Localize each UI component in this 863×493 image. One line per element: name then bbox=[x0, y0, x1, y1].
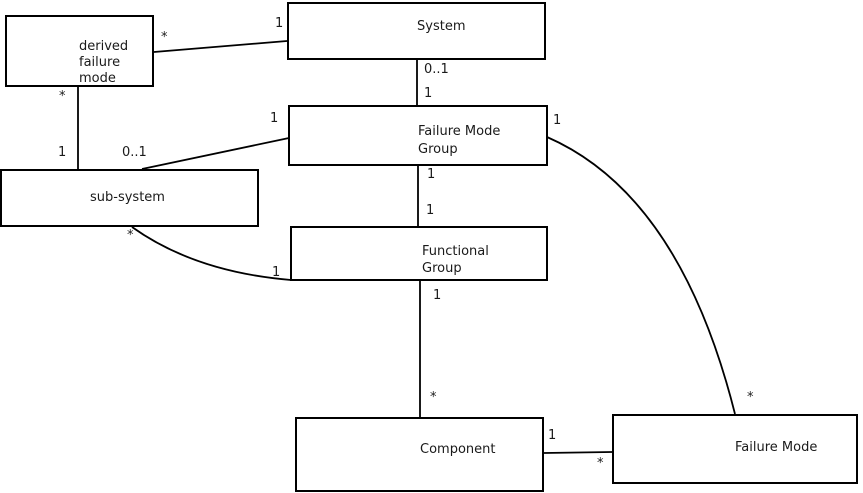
node-failure-mode-group-label: Failure Mode Group bbox=[418, 124, 501, 157]
node-derived-failure-mode: derived failure mode bbox=[5, 15, 154, 87]
multiplicity-label: 0..1 bbox=[122, 145, 147, 160]
node-derived-failure-mode-label: derived failure mode bbox=[79, 39, 129, 86]
multiplicity-label: * bbox=[747, 390, 754, 405]
edge-sub-system-functional-group bbox=[131, 226, 292, 281]
multiplicity-label: * bbox=[597, 456, 604, 471]
node-functional-group-label: Functional Group bbox=[422, 244, 489, 276]
node-system-label: System bbox=[417, 19, 466, 34]
multiplicity-label: 1 bbox=[548, 428, 557, 443]
node-failure-mode: Failure Mode bbox=[612, 414, 858, 484]
multiplicity-label: 1 bbox=[58, 145, 67, 160]
multiplicity-label: 1 bbox=[270, 111, 279, 126]
edge-derived-failure-mode-system bbox=[153, 40, 288, 53]
edge-component-failure-mode bbox=[543, 451, 613, 454]
multiplicity-label: 1 bbox=[426, 203, 435, 218]
node-sub-system: sub-system bbox=[0, 169, 259, 227]
multiplicity-label: * bbox=[430, 390, 437, 405]
multiplicity-label: * bbox=[59, 89, 66, 104]
multiplicity-label: 1 bbox=[424, 86, 433, 101]
node-component-label: Component bbox=[420, 442, 496, 457]
multiplicity-label: 1 bbox=[427, 167, 436, 182]
multiplicity-label: 1 bbox=[275, 16, 284, 31]
multiplicity-label: 1 bbox=[553, 113, 562, 128]
multiplicity-label: * bbox=[161, 30, 168, 45]
edge-sub-system-failure-mode-group bbox=[141, 137, 290, 170]
multiplicity-label: 1 bbox=[433, 288, 442, 303]
edge-failure-mode-group-failure-mode bbox=[546, 136, 736, 415]
node-sub-system-label: sub-system bbox=[90, 190, 165, 205]
node-failure-mode-group: Failure Mode Group bbox=[288, 105, 548, 166]
node-component: Component bbox=[295, 417, 544, 492]
node-system: System bbox=[287, 2, 546, 60]
multiplicity-label: * bbox=[127, 228, 134, 243]
multiplicity-label: 1 bbox=[272, 265, 281, 280]
node-functional-group: Functional Group bbox=[290, 226, 548, 281]
node-failure-mode-label: Failure Mode bbox=[735, 440, 818, 455]
multiplicity-label: 0..1 bbox=[424, 62, 449, 77]
